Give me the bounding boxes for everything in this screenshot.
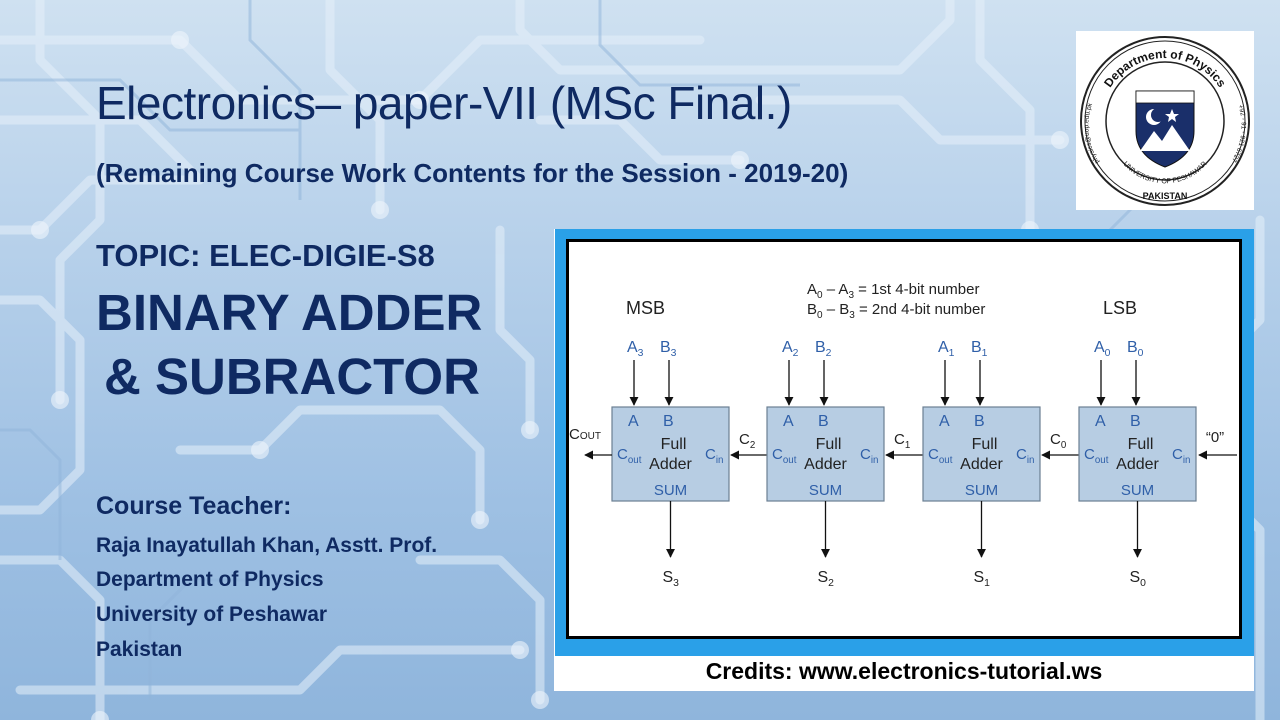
input-label-a3: A3 (627, 339, 644, 359)
input-label-a1: A1 (938, 339, 955, 359)
block-title: Adder (1116, 456, 1159, 473)
teacher-department: Department of Physics (96, 568, 324, 591)
sum-port-label: SUM (654, 482, 687, 499)
block-title: Adder (960, 456, 1003, 473)
carry-label-c0: C0 (1050, 431, 1067, 451)
course-teacher-label: Course Teacher: (96, 492, 292, 520)
carry-in-zero-label: “0” (1206, 429, 1224, 446)
lsb-label: LSB (1103, 298, 1137, 318)
sum-output-label-1: S1 (974, 569, 991, 589)
logo-phone-text: +92 - 91 - 921 6727 (1230, 104, 1247, 163)
block-title: Adder (804, 456, 847, 473)
topic-heading-line-2: & SUBRACTOR (104, 348, 480, 405)
port-a-label: A (783, 413, 794, 430)
port-cout-label: Cout (928, 446, 953, 466)
port-cin-label: Cin (860, 446, 878, 466)
teacher-name: Raja Inayatullah Khan, Asstt. Prof. (96, 534, 438, 557)
sum-port-label: SUM (1121, 482, 1154, 499)
sum-output-label-2: S2 (818, 569, 835, 589)
port-a-label: A (628, 413, 639, 430)
logo-email-text: physics@uop.edu.pk (1083, 102, 1100, 165)
block-title: Full (661, 436, 687, 453)
logo-bottom-text: PAKISTAN (1143, 191, 1188, 201)
carry-label-c1: C1 (894, 431, 910, 451)
port-b-label: B (663, 413, 674, 430)
port-b-label: B (818, 413, 829, 430)
input-label-b1: B1 (971, 339, 988, 359)
ripple-carry-adder-diagram: A0 – A3 = 1st 4-bit number B0 – B3 = 2nd… (569, 242, 1239, 636)
port-cin-label: Cin (1172, 446, 1190, 466)
credits-text: Credits: www.electronics-tutorial.ws (705, 658, 1103, 684)
msb-label: MSB (626, 298, 665, 318)
input-label-b2: B2 (815, 339, 832, 359)
page-subtitle: (Remaining Course Work Contents for the … (96, 158, 849, 188)
svg-text:+92 - 91 - 921 6727: +92 - 91 - 921 6727 (1230, 104, 1247, 163)
sum-port-label: SUM (809, 482, 842, 499)
adder-diagram-svg: A0 – A3 = 1st 4-bit number B0 – B3 = 2nd… (569, 281, 1237, 589)
sum-output-label-0: S0 (1130, 569, 1147, 589)
topic-heading-line-1: BINARY ADDER (96, 284, 483, 341)
port-a-label: A (939, 413, 950, 430)
university-seal-icon: Department of Physics UNIVERSITY OF PESH… (1080, 36, 1250, 206)
department-logo: Department of Physics UNIVERSITY OF PESH… (1076, 31, 1254, 210)
full-adder-block (766, 406, 885, 502)
full-adder-block (922, 406, 1041, 502)
block-title: Full (1128, 436, 1154, 453)
port-b-label: B (974, 413, 985, 430)
port-cin-label: Cin (1016, 446, 1034, 466)
block-title: Full (816, 436, 842, 453)
port-cout-label: Cout (772, 446, 797, 466)
svg-text:physics@uop.edu.pk: physics@uop.edu.pk (1083, 102, 1100, 165)
port-a-label: A (1095, 413, 1106, 430)
final-carry-out-label: COUT (569, 426, 601, 443)
input-label-b0: B0 (1127, 339, 1144, 359)
full-adder-block (611, 406, 730, 502)
block-title: Full (972, 436, 998, 453)
input-label-a0: A0 (1094, 339, 1111, 359)
page-title: Electronics– paper-VII (MSc Final.) (96, 77, 792, 129)
block-title: Adder (649, 456, 692, 473)
teacher-university: University of Peshawar (96, 603, 328, 626)
legend-line-1: A0 – A3 = 1st 4-bit number (807, 281, 979, 301)
port-b-label: B (1130, 413, 1141, 430)
topic-code: TOPIC: ELEC-DIGIE-S8 (96, 238, 435, 273)
full-adder-block (1078, 406, 1197, 502)
sum-port-label: SUM (965, 482, 998, 499)
sum-output-label-3: S3 (663, 569, 680, 589)
input-label-b3: B3 (660, 339, 677, 359)
port-cout-label: Cout (1084, 446, 1109, 466)
input-label-a2: A2 (782, 339, 799, 359)
carry-label-c2: C2 (739, 431, 755, 451)
port-cout-label: Cout (617, 446, 642, 466)
port-cin-label: Cin (705, 446, 723, 466)
teacher-country: Pakistan (96, 638, 183, 661)
legend-line-2: B0 – B3 = 2nd 4-bit number (807, 301, 985, 321)
